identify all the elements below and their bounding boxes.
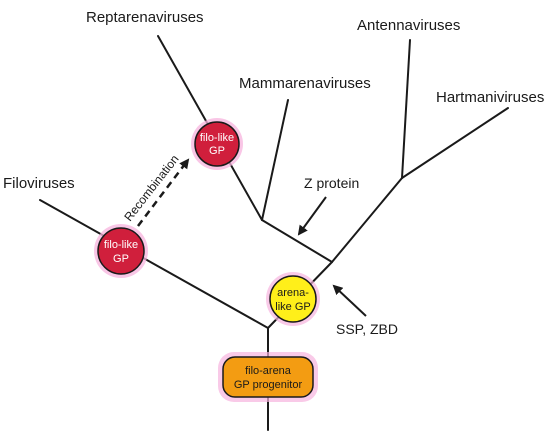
label-filoviruses: Filoviruses [3, 175, 75, 192]
label-ssp-zbd: SSP, ZBD [336, 321, 398, 337]
node-label-line1: filo-arena [245, 365, 292, 377]
branch-mamm-rept [261, 219, 333, 263]
node-label-line1: filo-like [200, 132, 234, 144]
label-reptarenaviruses: Reptarenaviruses [86, 9, 204, 26]
arrow-z-protein [297, 196, 327, 236]
node-circle [97, 227, 145, 275]
branch-mammarenaviruses [261, 99, 289, 221]
branch-arena-hartmani [331, 177, 403, 263]
node-circle [269, 275, 317, 323]
node-circle [194, 121, 240, 167]
node-label-line1: filo-like [104, 239, 138, 251]
branch-hartmaniviruses [401, 107, 509, 179]
branch-antennaviruses [401, 39, 411, 179]
node-filo-arena-progenitor: filo-arena GP progenitor [218, 352, 318, 402]
arrow-recombination [137, 158, 190, 227]
label-hartmaniviruses: Hartmaniviruses [436, 89, 544, 106]
node-filo-like-gp-upper: filo-like GP [191, 118, 243, 170]
node-arena-like-gp: arena- like GP [266, 272, 320, 326]
node-box [222, 356, 314, 398]
arrow-ssp-zbd [332, 284, 367, 317]
label-z-protein: Z protein [304, 175, 359, 191]
node-label-line2: like GP [275, 301, 310, 313]
label-mammarenaviruses: Mammarenaviruses [239, 75, 371, 92]
label-antennaviruses: Antennaviruses [357, 17, 460, 34]
node-label-line2: GP [113, 253, 129, 265]
node-label-line1: arena- [277, 287, 309, 299]
node-label-line2: GP [209, 145, 225, 157]
label-recombination: Recombination [121, 152, 181, 224]
branch-filovirus-lineage [39, 199, 269, 329]
node-label-line2: GP progenitor [234, 379, 303, 391]
node-filo-like-gp-lower: filo-like GP [94, 224, 148, 278]
